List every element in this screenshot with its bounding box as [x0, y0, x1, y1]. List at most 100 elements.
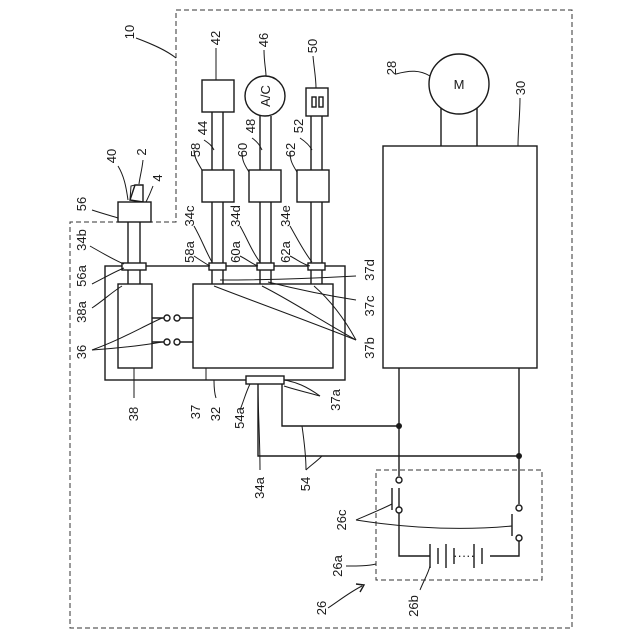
label-26b: 26b [406, 595, 421, 617]
label-37: 37 [188, 405, 203, 419]
leader-34b [90, 246, 124, 264]
label-32: 32 [208, 407, 223, 421]
leader-32 [214, 380, 216, 398]
label-60a: 60a [228, 240, 243, 262]
motor-symbol: M [454, 77, 465, 92]
label-10: 10 [122, 25, 137, 39]
probe-2 [130, 185, 143, 202]
label-56: 56 [74, 197, 89, 211]
cable-58-lower [212, 202, 223, 266]
label-34e: 34e [278, 205, 293, 227]
connector-60 [249, 170, 281, 202]
label-37b: 37b [362, 337, 377, 359]
contact-36-lower-a [164, 339, 170, 345]
leader-34d [240, 226, 260, 262]
label-40: 40 [104, 149, 119, 163]
label-26c: 26c [334, 509, 349, 530]
cable-48-upper [260, 116, 271, 170]
leader-40 [118, 166, 128, 200]
leader-37a-b [284, 386, 320, 396]
leader-56 [92, 210, 118, 218]
label-46: 46 [256, 33, 271, 47]
plug-50 [306, 88, 328, 116]
grommet-54a [246, 376, 284, 384]
label-26: 26 [314, 601, 329, 615]
label-60: 60 [235, 143, 250, 157]
leader-4 [146, 186, 153, 202]
relay-26c-right-contact [516, 505, 522, 511]
leader-30 [518, 98, 520, 146]
controller-37 [193, 284, 333, 368]
cable-52-upper [311, 116, 322, 170]
label-26a: 26a [330, 554, 345, 576]
label-4: 4 [150, 174, 165, 181]
cable-60-lower [260, 202, 271, 266]
relay-module-38 [118, 284, 152, 368]
cable-44-upper [212, 112, 223, 170]
relay-26c-left [399, 426, 430, 556]
label-30: 30 [513, 81, 528, 95]
label-58a: 58a [182, 240, 197, 262]
label-34b: 34b [74, 229, 89, 251]
label-58: 58 [188, 143, 203, 157]
device-box-42 [202, 80, 234, 112]
label-37a: 37a [328, 388, 343, 410]
leader-54-b [306, 456, 322, 470]
label-38a: 38a [74, 300, 89, 322]
label-38: 38 [126, 407, 141, 421]
plug-pin-a [312, 97, 316, 107]
leader-54a [240, 384, 250, 410]
relay-26c-right [490, 456, 519, 556]
battery-cell-right [474, 544, 482, 568]
label-28: 28 [384, 61, 399, 75]
leader-26 [328, 586, 362, 608]
grommet-60a [257, 263, 274, 270]
battery-ellipsis: ····· [453, 548, 475, 563]
leader-50 [313, 56, 316, 88]
leader-26b [420, 566, 430, 590]
label-52: 52 [291, 119, 306, 133]
leader-52 [300, 138, 312, 150]
arrow-26-head [356, 584, 364, 592]
leader-26c-a [356, 504, 392, 520]
contact-36-upper-a [164, 315, 170, 321]
label-62a: 62a [278, 240, 293, 262]
leader-46 [264, 50, 266, 76]
leader-26a [346, 564, 376, 566]
power-cable-54-negative [258, 368, 519, 456]
sensor-40 [118, 202, 151, 222]
label-36: 36 [74, 345, 89, 359]
relay-26c-left-contact [396, 477, 402, 483]
label-2: 2 [134, 148, 149, 155]
leader-28 [396, 71, 430, 76]
ac-symbol: A/C [258, 85, 273, 107]
leader-54-a [302, 426, 306, 470]
label-48: 48 [243, 119, 258, 133]
label-54a: 54a [232, 406, 247, 428]
battery-cell-left [430, 544, 454, 568]
label-34d: 34d [228, 205, 243, 227]
label-37c: 37c [362, 295, 377, 316]
grommet-56a [122, 263, 146, 270]
label-37d: 37d [362, 259, 377, 281]
label-42: 42 [208, 31, 223, 45]
contact-36-lower-b [174, 339, 180, 345]
sensor-cable [128, 222, 140, 266]
label-50: 50 [305, 39, 320, 53]
battery-unit-26a [376, 470, 542, 580]
connector-62 [297, 170, 329, 202]
plug-pin-b [319, 97, 323, 107]
leader-62a [290, 256, 310, 266]
cable-62-lower [311, 202, 322, 266]
contact-36-upper-b [174, 315, 180, 321]
leader-2 [139, 160, 143, 184]
label-34a: 34a [252, 476, 267, 498]
label-34c: 34c [182, 205, 197, 226]
label-56a: 56a [74, 264, 89, 286]
leader-10 [136, 38, 176, 58]
leader-34e [290, 226, 312, 262]
relay-26c-left-contact-b [396, 507, 402, 513]
label-62: 62 [283, 143, 298, 157]
engine-block-30 [383, 146, 537, 368]
